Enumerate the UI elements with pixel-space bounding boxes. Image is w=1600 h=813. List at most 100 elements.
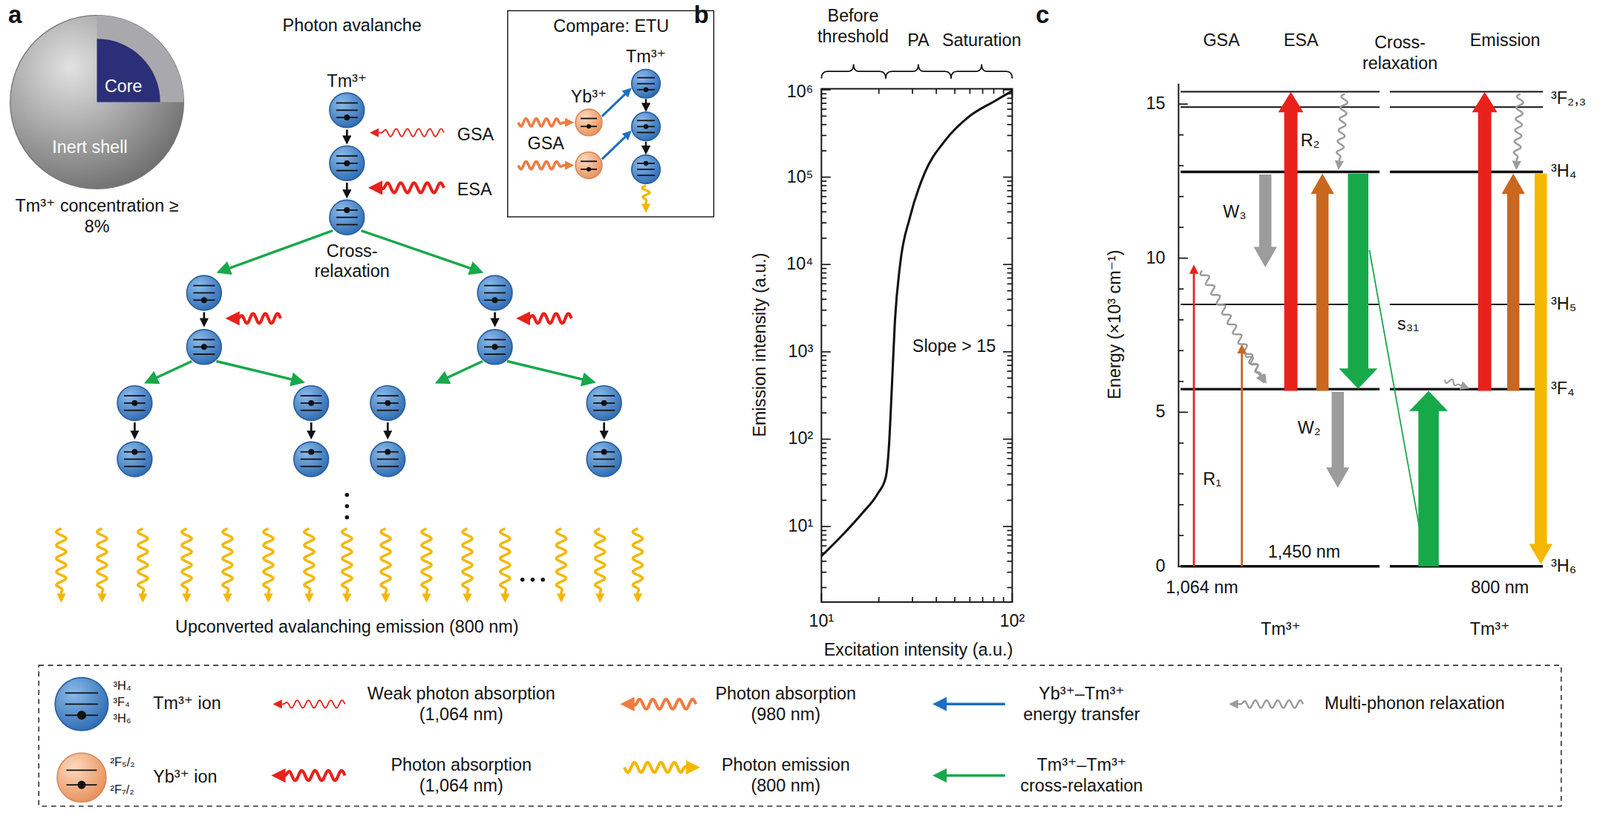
axis-tick <box>1006 354 1012 357</box>
illustration-part <box>300 458 323 461</box>
section-bracket <box>885 64 952 79</box>
axis-tick <box>821 544 827 547</box>
illustration-part <box>643 87 649 93</box>
decay-arrow <box>1254 174 1278 268</box>
illustration-part <box>65 691 99 694</box>
energy-level <box>1180 387 1380 390</box>
emission-wave <box>181 528 192 600</box>
axis-tick <box>1006 196 1012 198</box>
axis-tick <box>1006 442 1012 444</box>
core-cut <box>97 38 161 102</box>
phonon-relaxation <box>1513 93 1524 168</box>
axis-tick <box>821 98 827 100</box>
axis-tick <box>1006 552 1012 554</box>
cross-relaxation-arrow <box>216 361 301 382</box>
axis-tick <box>821 593 823 603</box>
energy-transfer-arrow <box>602 132 630 160</box>
ellipsis-dot <box>530 577 535 582</box>
label-text: Before threshold <box>801 6 904 47</box>
panel-letter: b <box>694 0 710 29</box>
esa-arrow <box>1501 173 1526 392</box>
axis-tick <box>1006 458 1012 460</box>
illustration-part <box>343 207 350 214</box>
axis-title: Energy (×10³ cm⁻¹) <box>1105 249 1126 399</box>
axis-tick <box>821 123 827 126</box>
axis-tick <box>821 237 827 240</box>
shell-sphere <box>10 15 185 190</box>
axis-tick <box>1006 397 1012 399</box>
illustration-part <box>637 132 655 134</box>
emission-wave <box>138 528 148 600</box>
energy-level <box>1180 91 1380 93</box>
illustration-part <box>329 92 365 128</box>
emission-arrow <box>1529 173 1553 565</box>
energy-level <box>1389 106 1543 108</box>
tm-ion <box>187 329 222 365</box>
tick-label: 10¹ <box>808 611 834 632</box>
axis-tick <box>1178 534 1184 537</box>
yb-ion <box>575 152 603 179</box>
label-text: GSA <box>457 124 494 145</box>
axis-tick <box>821 115 827 118</box>
illustration-part <box>336 224 358 226</box>
tm-ion <box>370 441 406 477</box>
axis-tick <box>935 89 937 95</box>
axis-tick <box>1178 164 1184 167</box>
photon-wave <box>372 182 444 193</box>
axis-tick <box>821 221 827 224</box>
node-text: Compare: ETU <box>553 16 669 37</box>
phonon-relaxation <box>1444 379 1468 388</box>
axis-tick <box>821 530 827 532</box>
axis-tick <box>954 89 956 95</box>
axis-tick <box>821 452 827 454</box>
rate-symbol: W₂ <box>1297 418 1321 439</box>
axis-tick <box>1006 539 1012 542</box>
panel-letter: a <box>8 0 22 29</box>
axis-tick <box>1006 473 1012 476</box>
axis-tick <box>821 587 827 589</box>
axis-tick <box>1178 349 1184 352</box>
emission-wave <box>263 528 274 600</box>
label-text: Tm³⁺ <box>1470 619 1511 640</box>
axis-tick <box>1006 499 1012 502</box>
photon-wave <box>518 118 571 127</box>
tick-label: 0 <box>1156 556 1166 577</box>
tm-ion <box>294 441 329 477</box>
illustration-part <box>300 465 323 468</box>
axis-tick <box>1006 484 1012 486</box>
illustration-part <box>637 119 655 122</box>
axis-title: Excitation intensity (a.u.) <box>824 640 1014 661</box>
tick-label: 10² <box>999 611 1025 632</box>
photon-wave <box>229 313 281 323</box>
axis-tick <box>821 263 831 266</box>
axis-tick <box>1003 263 1012 266</box>
illustration-part <box>484 285 506 287</box>
axis-tick <box>821 290 827 292</box>
section-bracket <box>821 64 886 79</box>
legend-text: Multi-phonon relaxation <box>1324 694 1505 715</box>
tick-label: 5 <box>1156 402 1166 423</box>
axis-tick <box>821 102 827 104</box>
illustration-part <box>575 152 603 179</box>
axis-tick <box>1006 98 1012 100</box>
esa-arrow <box>1472 92 1498 392</box>
axis-tick <box>1178 257 1188 260</box>
yb-ion <box>57 752 107 802</box>
axis-tick <box>821 211 827 214</box>
axis-tick <box>821 473 827 476</box>
cross-relaxation-arrow <box>1409 390 1448 566</box>
axis-tick <box>1003 89 1005 95</box>
arrow-line <box>645 98 647 110</box>
tick-label: 10¹ <box>788 516 814 537</box>
axis-tick <box>1003 596 1005 603</box>
illustration-part <box>193 353 215 355</box>
axis-tick <box>1003 351 1012 353</box>
phonon-relaxation <box>1245 353 1266 382</box>
axis-tick <box>1006 184 1012 187</box>
axis-tick <box>821 351 831 353</box>
energy-level <box>1389 565 1543 568</box>
energy-level <box>1389 91 1543 93</box>
label-text: Cross-relaxation <box>303 241 401 282</box>
axis-tick <box>1011 593 1014 603</box>
axis-tick <box>1178 196 1184 198</box>
